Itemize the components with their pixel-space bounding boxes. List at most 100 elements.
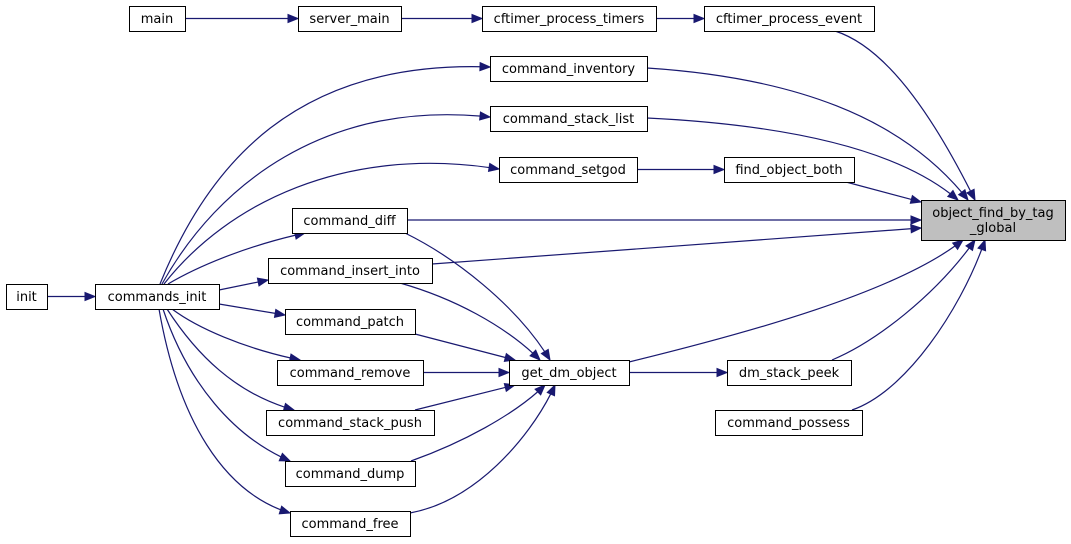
edge-line xyxy=(646,67,969,201)
edge-line xyxy=(628,239,964,363)
node-label: dm_stack_peek xyxy=(739,366,840,381)
node-label: command_dump xyxy=(296,467,405,482)
node-find-object-both[interactable]: find_object_both xyxy=(724,157,855,183)
node-label: command_insert_into xyxy=(280,264,420,279)
edge-line xyxy=(218,279,269,291)
node-command-inventory[interactable]: command_inventory xyxy=(490,56,648,82)
edge-command_setgod-to-find_object_both xyxy=(637,164,726,175)
node-command-stack-push[interactable]: command_stack_push xyxy=(266,410,435,436)
node-label: cftimer_process_timers xyxy=(494,12,645,27)
arrowhead xyxy=(479,61,492,72)
node-box xyxy=(290,511,411,537)
edge-command_diff-to-object_find_by_tag_global xyxy=(407,215,923,225)
edge-commands_init-to-command_inventory xyxy=(159,61,492,285)
node-command-possess[interactable]: command_possess xyxy=(715,410,863,436)
edge-command_remove-to-get_dm_object xyxy=(423,367,511,378)
node-box xyxy=(292,208,408,234)
node-box xyxy=(715,410,863,436)
node-box xyxy=(285,461,416,487)
node-server-main[interactable]: server_main xyxy=(298,6,402,32)
edge-get_dm_object-to-dm_stack_peek xyxy=(629,367,729,378)
edge-commands_init-to-command_patch xyxy=(218,303,287,318)
edge-command_insert_into-to-get_dm_object xyxy=(399,282,541,361)
arrowhead xyxy=(282,402,296,412)
edge-line xyxy=(218,303,286,316)
node-main[interactable]: main xyxy=(129,6,186,32)
node-box xyxy=(95,284,220,310)
edge-line xyxy=(159,66,491,285)
node-label: command_setgod xyxy=(510,163,626,178)
node-commands-init[interactable]: commands_init xyxy=(95,284,220,310)
arrowhead xyxy=(693,13,706,24)
arrowhead xyxy=(951,239,965,251)
node-dm-stack-peek[interactable]: dm_stack_peek xyxy=(727,360,852,386)
node-box xyxy=(490,106,648,132)
arrowhead xyxy=(546,383,556,397)
node-get-dm-object[interactable]: get_dm_object xyxy=(509,360,630,386)
node-box xyxy=(509,360,630,386)
node-command-dump[interactable]: command_dump xyxy=(285,461,416,487)
edge-command_diff-to-get_dm_object xyxy=(404,232,551,362)
edge-commands_init-to-command_stack_list xyxy=(161,111,492,285)
arrowhead xyxy=(479,111,492,121)
edge-line xyxy=(158,308,291,514)
node-label: find_object_both xyxy=(735,163,842,178)
edge-command_inventory-to-object_find_by_tag_global xyxy=(646,67,969,202)
edge-cftimer_process_timers-to-cftimer_process_event xyxy=(656,13,706,24)
node-command-setgod[interactable]: command_setgod xyxy=(499,157,638,183)
arrowhead xyxy=(498,367,511,378)
node-label: cftimer_process_event xyxy=(716,12,862,27)
node-command-patch[interactable]: command_patch xyxy=(285,309,416,335)
node-command-diff[interactable]: command_diff xyxy=(292,208,408,234)
edge-server_main-to-cftimer_process_timers xyxy=(401,13,484,24)
edge-line xyxy=(162,308,291,462)
node-command-free[interactable]: command_free xyxy=(290,511,411,537)
edge-line xyxy=(399,282,541,361)
node-object-find-by-tag-global[interactable]: object_find_by_tag_global xyxy=(921,200,1066,241)
arrowhead xyxy=(957,188,969,202)
node-box xyxy=(268,258,433,284)
edge-main-to-server_main xyxy=(185,13,300,24)
node-cftimer-process-timers[interactable]: cftimer_process_timers xyxy=(482,6,657,32)
arrowhead xyxy=(946,189,960,201)
edge-init-to-commands_init xyxy=(47,291,97,302)
edge-line xyxy=(834,30,976,201)
node-label: command_free xyxy=(301,517,398,532)
arrowhead xyxy=(713,164,726,175)
arrowhead xyxy=(540,348,551,362)
node-label: command_stack_list xyxy=(503,112,635,127)
arrowhead xyxy=(278,452,292,462)
node-label: command_diff xyxy=(303,214,396,229)
node-box xyxy=(482,6,657,32)
arrowhead xyxy=(273,308,287,318)
node-box xyxy=(704,6,875,32)
arrowhead xyxy=(965,238,976,252)
node-box xyxy=(129,6,186,32)
arrowhead xyxy=(910,215,923,225)
arrowhead xyxy=(966,188,976,202)
node-label: command_inventory xyxy=(502,62,636,77)
edge-command_stack_list-to-object_find_by_tag_global xyxy=(646,117,960,201)
node-command-insert-into[interactable]: command_insert_into xyxy=(268,258,433,284)
arrowhead xyxy=(910,224,923,234)
arrowhead xyxy=(256,277,270,287)
edge-command_stack_push-to-get_dm_object xyxy=(414,382,517,411)
edge-commands_init-to-command_stack_push xyxy=(166,308,296,412)
node-label: command_stack_push xyxy=(278,416,422,431)
node-label: main xyxy=(141,12,173,27)
edges-layer xyxy=(47,13,987,515)
edge-commands_init-to-command_free xyxy=(158,308,292,515)
node-command-remove[interactable]: command_remove xyxy=(277,360,424,386)
node-command-stack-list[interactable]: command_stack_list xyxy=(490,106,648,132)
node-label-line2: _global xyxy=(969,221,1016,236)
edge-line xyxy=(646,117,959,201)
edge-dm_stack_peek-to-object_find_by_tag_global xyxy=(831,238,976,361)
edge-line xyxy=(845,181,922,203)
edge-cftimer_process_event-to-object_find_by_tag_global xyxy=(834,30,976,202)
node-box xyxy=(266,410,435,436)
node-cftimer-process-event[interactable]: cftimer_process_event xyxy=(704,6,875,32)
node-box xyxy=(490,56,648,82)
edge-find_object_both-to-object_find_by_tag_global xyxy=(845,181,923,204)
node-init[interactable]: init xyxy=(6,284,48,310)
